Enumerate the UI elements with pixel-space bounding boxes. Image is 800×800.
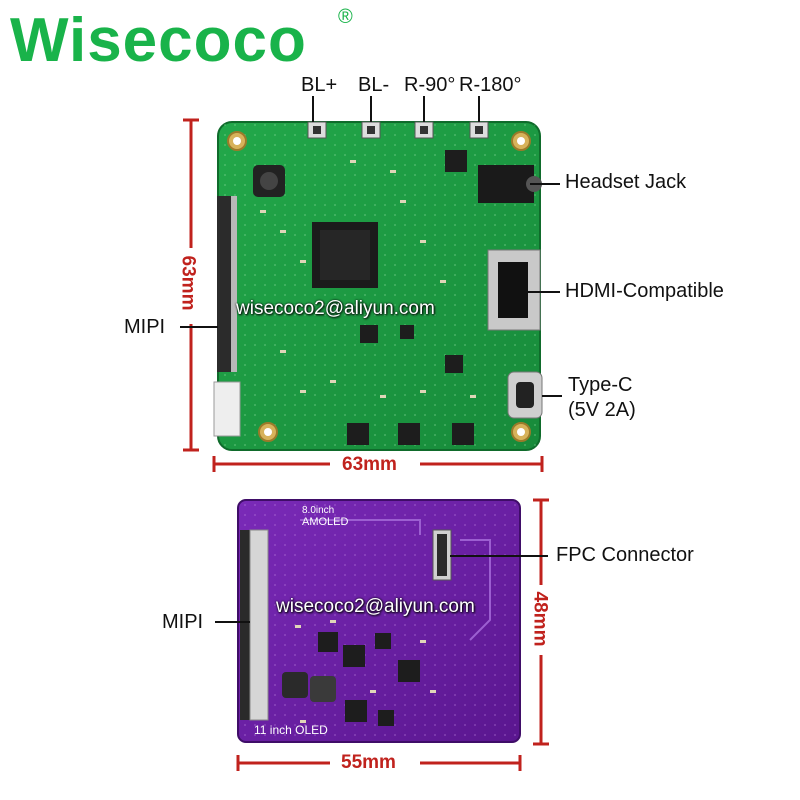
brand-logo: Wisecoco (10, 6, 307, 75)
label-hdmi: HDMI-Compatible (565, 280, 724, 302)
callout-lines (180, 96, 562, 623)
purple-adapter-board (237, 499, 521, 743)
silkscreen-8inch: 8.0inch (302, 505, 335, 516)
label-r-180: R-180° (459, 74, 522, 96)
dimension-top-height: 63mm (177, 255, 199, 311)
label-mipi-top: MIPI (124, 316, 166, 338)
label-r-90: R-90° (404, 74, 456, 96)
label-mipi-bottom: MIPI (162, 611, 204, 633)
silkscreen-11inch: 11 inch OLED (254, 723, 328, 737)
label-type-c: Type-C (568, 374, 633, 396)
label-bl-minus: BL- (358, 74, 390, 96)
label-fpc-connector: FPC Connector (556, 544, 694, 566)
dimension-bottom-width: 55mm (341, 752, 396, 773)
dimension-top-width: 63mm (342, 454, 397, 475)
watermark-bottom: wisecoco2@aliyun.com (276, 596, 475, 617)
green-driver-board (213, 121, 543, 451)
watermark-top: wisecoco2@aliyun.com (236, 298, 435, 319)
label-bl-plus: BL+ (301, 74, 338, 96)
label-headset-jack: Headset Jack (565, 171, 687, 193)
label-type-c-power: (5V 2A) (568, 399, 636, 421)
silkscreen-amoled: AMOLED (302, 516, 349, 528)
dimension-bottom-height: 48mm (529, 591, 551, 647)
registered-mark: ® (338, 6, 353, 28)
